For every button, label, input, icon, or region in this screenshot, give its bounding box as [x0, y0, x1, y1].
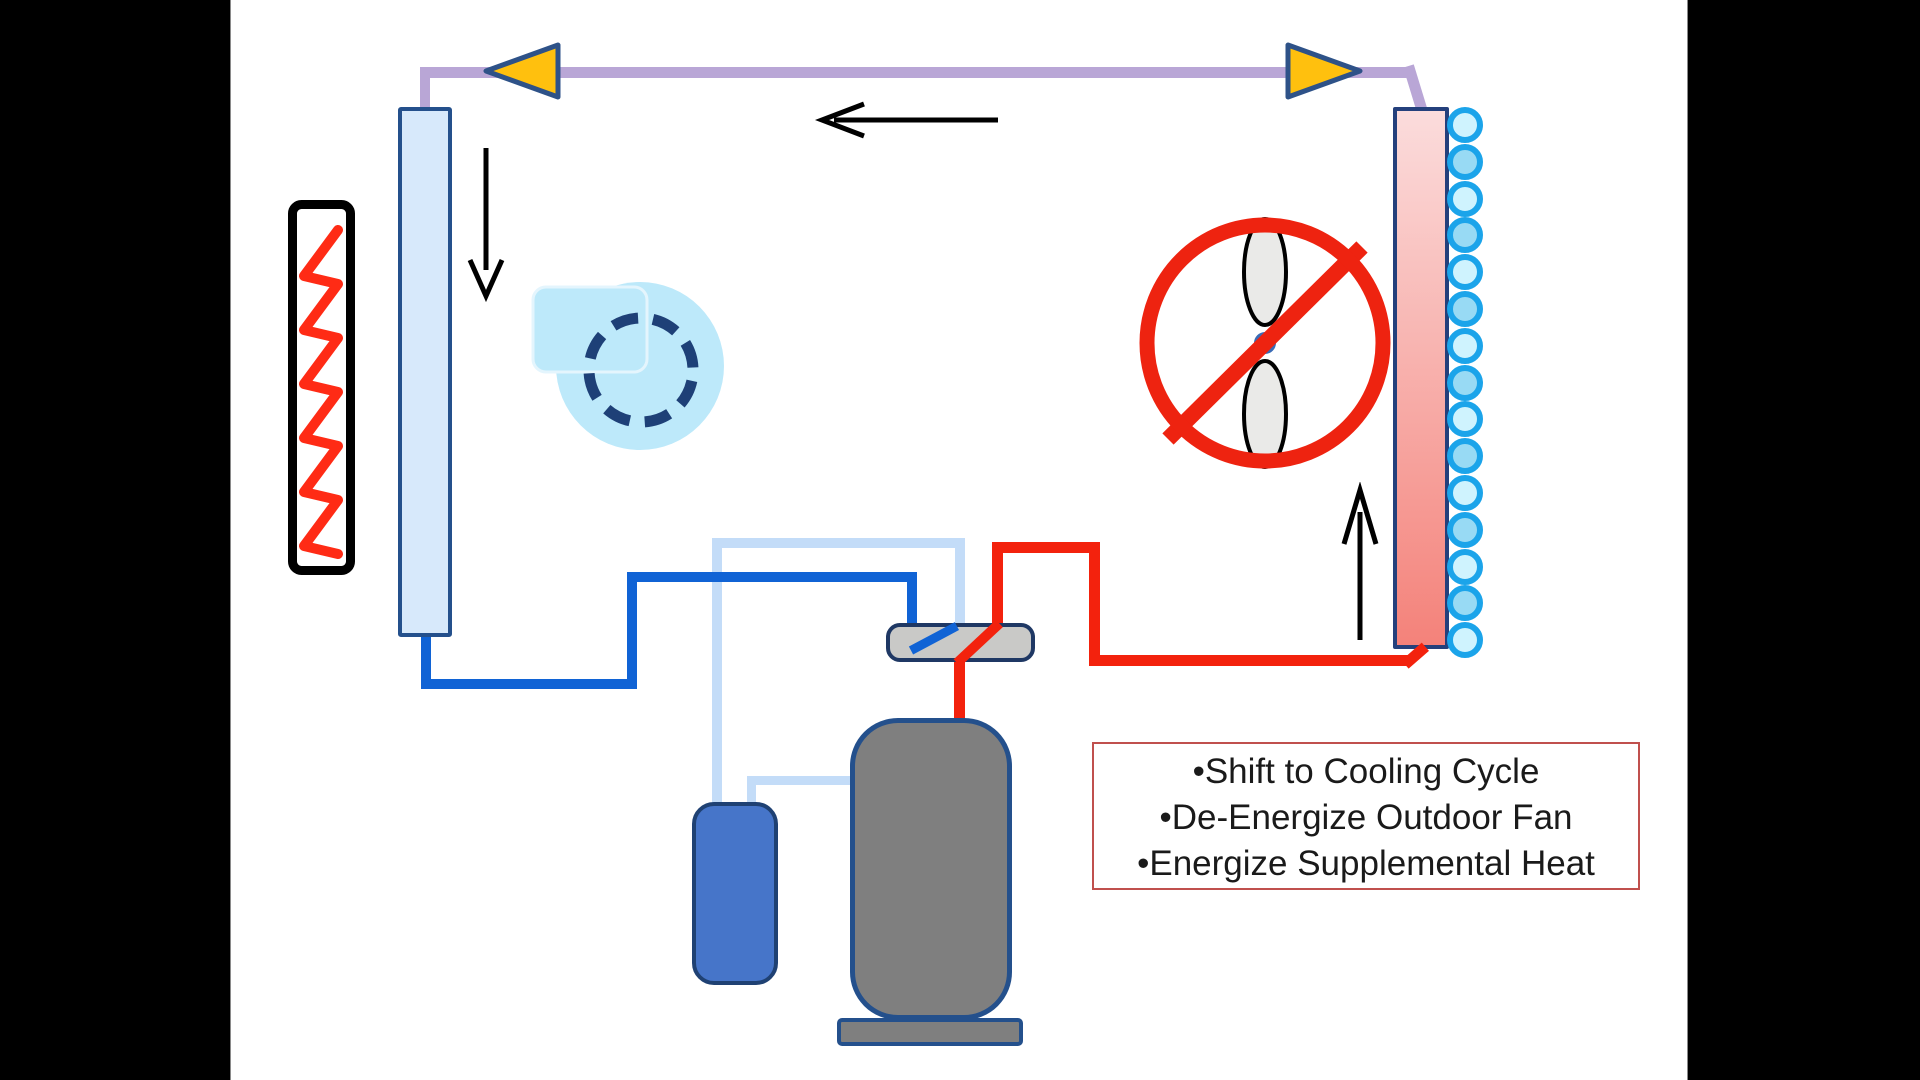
hot-gas-line-segment: [1089, 542, 1100, 666]
frost-bubble-icon: [1447, 511, 1483, 548]
supplemental-heater-icon: [288, 200, 355, 575]
annotation-line: •Energize Supplemental Heat: [1137, 844, 1595, 883]
hot-gas-line-segment: [992, 542, 1100, 553]
frost-bubble-icon: [1447, 107, 1483, 143]
suction-line-segment: [955, 538, 965, 627]
compressor: [850, 718, 1012, 1020]
suction-line-segment: [747, 776, 853, 785]
suction-line-segment: [747, 777, 756, 807]
indoor-blower-icon: [531, 282, 724, 450]
frost-bubble-icon: [1447, 291, 1483, 327]
annotation-line: •Shift to Cooling Cycle: [1192, 752, 1540, 791]
hot-gas-line-segment: [1089, 655, 1409, 666]
suction-line-segment: [712, 542, 722, 806]
outdoor-coil: [1393, 107, 1449, 649]
outdoor-fan-off-icon: [1139, 217, 1391, 469]
suction-line-segment: [712, 538, 965, 548]
frost-bubble-icon: [1447, 622, 1483, 659]
cold-line-segment: [421, 679, 637, 689]
compressor-base: [837, 1018, 1023, 1046]
flow-arrow-left-icon: [483, 42, 561, 100]
cold-line-segment: [627, 572, 917, 582]
frost-bubble-icon: [1447, 548, 1483, 585]
flow-arrow-right-icon: [1285, 42, 1363, 100]
accumulator: [692, 802, 778, 985]
frost-bubble-icon: [1447, 401, 1483, 438]
frost-bubble-icon: [1447, 475, 1483, 511]
vapor-line-left-drop: [420, 67, 430, 109]
indoor-coil: [398, 107, 452, 637]
vapor-line-horizontal: [420, 67, 1414, 78]
airflow-down-arrow-icon: [467, 148, 505, 303]
frost-bubble-icon: [1447, 254, 1483, 291]
airflow-left-arrow-icon: [814, 101, 998, 139]
hot-gas-line-segment: [954, 658, 965, 722]
frost-bubble-icon: [1447, 585, 1483, 622]
frost-bubble-icon: [1447, 327, 1483, 364]
frost-bubble-icon: [1447, 438, 1483, 475]
airflow-up-arrow-icon: [1341, 482, 1379, 640]
cold-line-segment: [421, 637, 431, 689]
annotation-line: •De-Energize Outdoor Fan: [1159, 798, 1573, 837]
cold-line-segment: [627, 572, 637, 689]
frost-bubble-icon: [1447, 217, 1483, 254]
annotation-box: •Shift to Cooling Cycle •De-Energize Out…: [1092, 742, 1640, 890]
cold-line-segment: [907, 572, 917, 652]
frost-bubble-icon: [1447, 143, 1483, 180]
hot-gas-line-segment: [992, 542, 1003, 627]
frost-bubble-icon: [1447, 364, 1483, 401]
frost-bubble-icon: [1447, 180, 1483, 217]
